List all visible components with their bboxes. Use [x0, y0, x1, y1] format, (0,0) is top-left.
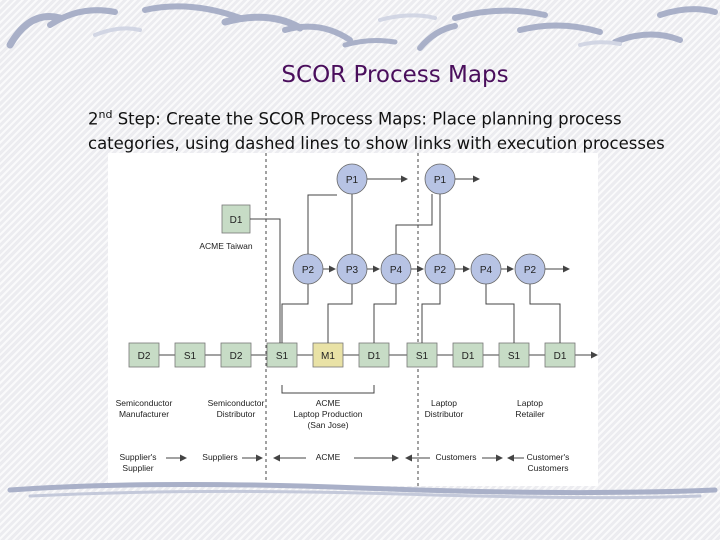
planning-process-label: P4 — [390, 265, 403, 276]
execution-process-box — [406, 342, 438, 368]
taiwan-link-line — [250, 218, 281, 343]
top-planning-process-circle — [336, 163, 368, 195]
entity-label: ACME — [316, 398, 341, 408]
planning-process-label: P2 — [434, 265, 447, 276]
step-ordinal-suffix: nd — [98, 108, 113, 121]
execution-process-box — [452, 342, 484, 368]
planning-process-circle — [514, 253, 546, 285]
execution-process-box — [312, 342, 344, 368]
step-number: 2 — [88, 109, 99, 129]
execution-process-label: D2 — [138, 351, 151, 362]
plan-execution-link — [529, 284, 561, 343]
planning-process-label: P2 — [524, 265, 537, 276]
taiwan-location-label: ACME Taiwan — [199, 241, 252, 251]
top-planning-process-circle — [424, 163, 456, 195]
execution-process-label: D1 — [368, 351, 381, 362]
execution-process-box — [358, 342, 390, 368]
role-label: Supplier — [122, 463, 153, 473]
step-description: Step: Create the SCOR Process Maps: Plac… — [88, 109, 665, 153]
entity-label: Laptop — [517, 398, 543, 408]
execution-process-label: D1 — [554, 351, 567, 362]
execution-process-label: D1 — [462, 351, 475, 362]
plan-execution-link — [281, 284, 309, 343]
execution-process-label: S1 — [276, 351, 289, 362]
top-planning-process-label: P1 — [434, 175, 447, 186]
footer-swoosh-decoration — [7, 481, 718, 500]
planning-process-label: P3 — [346, 265, 359, 276]
entity-label: Retailer — [515, 409, 544, 419]
execution-process-label: S1 — [184, 351, 197, 362]
execution-process-label: M1 — [321, 351, 335, 362]
execution-process-box — [266, 342, 298, 368]
role-label: ACME — [316, 452, 341, 462]
plan-execution-link — [373, 284, 397, 343]
entity-label: Manufacturer — [119, 409, 169, 419]
execution-process-box — [220, 342, 252, 368]
taiwan-distribution-label: D1 — [230, 215, 243, 226]
entity-label: Distributor — [217, 409, 256, 419]
entity-label: Distributor — [425, 409, 464, 419]
header-swoosh-decoration — [6, 3, 718, 51]
planning-process-label: P2 — [302, 265, 315, 276]
taiwan-distribution-box — [221, 204, 251, 234]
role-label: Suppliers — [202, 452, 237, 462]
role-label: Supplier's — [119, 452, 156, 462]
entity-label: Laptop Production — [294, 409, 363, 419]
execution-process-box — [174, 342, 206, 368]
role-label: Customer's — [527, 452, 570, 462]
entity-label: Semiconductor — [116, 398, 173, 408]
execution-process-label: D2 — [230, 351, 243, 362]
plan-execution-link — [485, 284, 515, 343]
slide-title: SCOR Process Maps — [281, 62, 509, 88]
execution-process-box — [544, 342, 576, 368]
plan-execution-link — [327, 284, 353, 343]
top-plan-up-link — [395, 194, 433, 254]
planning-process-circle — [470, 253, 502, 285]
entity-label: Laptop — [431, 398, 457, 408]
execution-process-box — [498, 342, 530, 368]
execution-process-label: S1 — [416, 351, 429, 362]
execution-process-label: S1 — [508, 351, 521, 362]
slide-body-text: 2nd Step: Create the SCOR Process Maps: … — [88, 103, 708, 156]
top-plan-link — [307, 194, 337, 254]
plan-execution-link — [421, 284, 441, 343]
entity-label: Semiconductor — [208, 398, 265, 408]
entity-label: (San Jose) — [307, 420, 348, 430]
acme-bracket-line — [281, 385, 375, 394]
role-label: Customers — [435, 452, 476, 462]
top-planning-process-label: P1 — [346, 175, 359, 186]
execution-process-box — [128, 342, 160, 368]
role-label: Customers — [527, 463, 568, 473]
planning-process-label: P4 — [480, 265, 493, 276]
